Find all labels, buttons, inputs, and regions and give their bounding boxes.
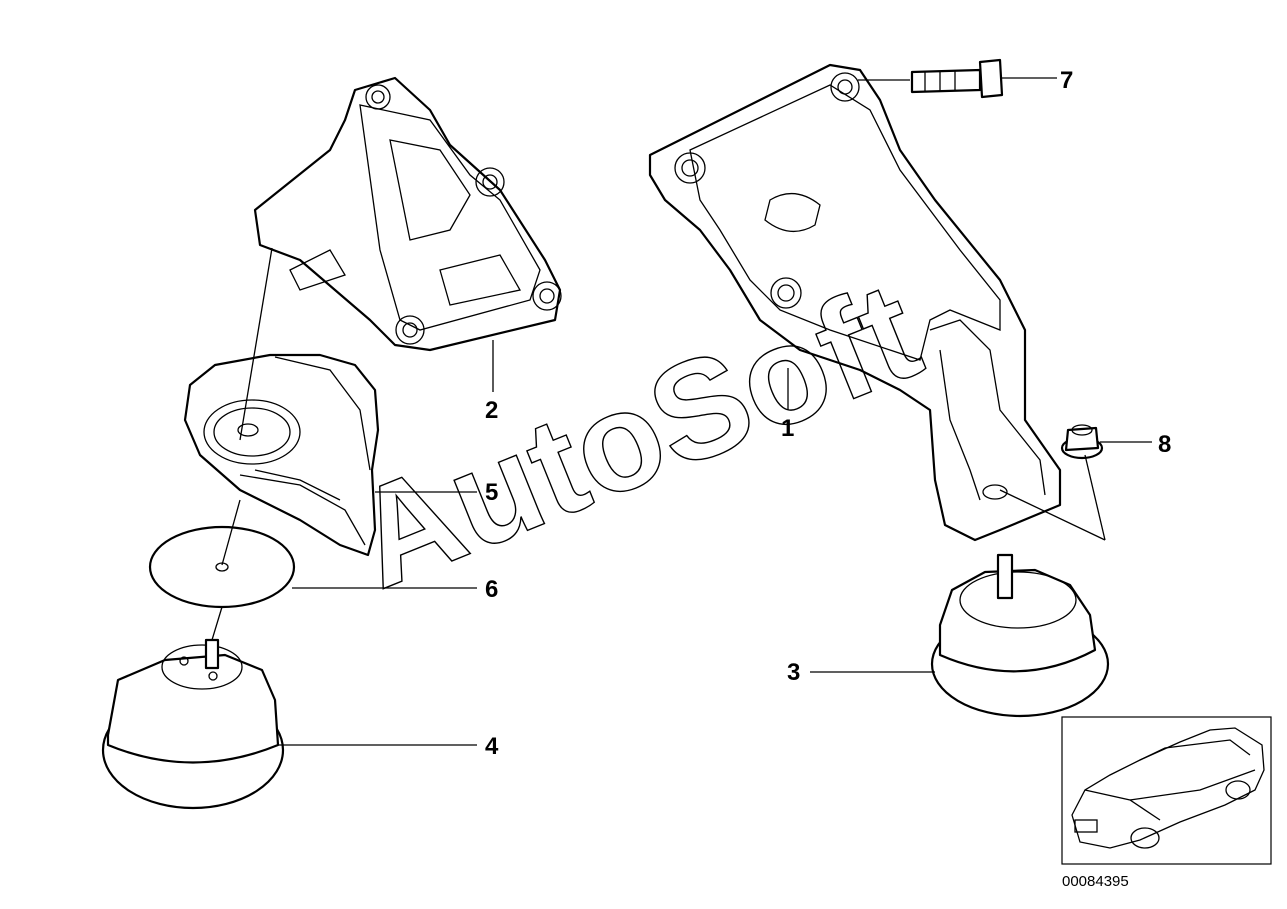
callout-5: 5: [485, 479, 498, 506]
callout-3: 3: [787, 659, 800, 686]
part-6-disc: [148, 525, 296, 609]
part-4-mount: [101, 638, 285, 810]
callout-8: 8: [1158, 431, 1171, 458]
callout-7: 7: [1060, 67, 1073, 94]
part-3-mount: [930, 553, 1110, 718]
reference-number: 00084395: [1062, 873, 1129, 890]
callout-1: 1: [781, 415, 794, 442]
part-7-bolt: [910, 58, 1004, 99]
leader-lines: [211, 77, 1152, 746]
callout-6: 6: [485, 576, 498, 603]
part-8-nut: [1060, 424, 1104, 460]
part-5-heat-shield: [183, 353, 380, 557]
callout-4: 4: [485, 733, 499, 760]
part-1-bracket: [648, 63, 1062, 542]
callout-2: 2: [485, 397, 498, 424]
vehicle-thumbnail: [1061, 716, 1272, 865]
part-2-bracket: [253, 76, 562, 352]
